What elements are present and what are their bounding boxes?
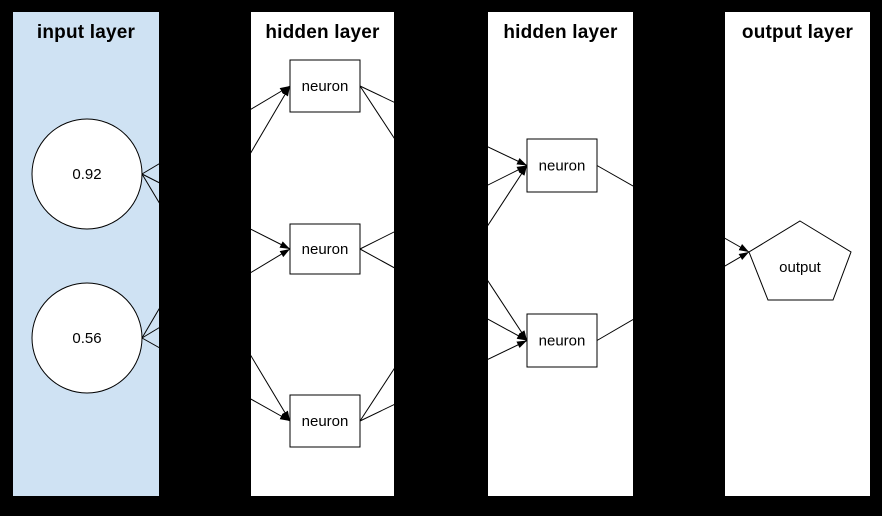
edge-in2-to-h1a — [141, 85, 291, 339]
node-label-in1: 0.92 — [72, 166, 101, 183]
edge-h1b-to-h2b — [359, 248, 528, 341]
rect-node-h1b — [289, 223, 361, 275]
hidden-layer-2-title: hidden layer — [503, 22, 618, 43]
rect-node-h2a — [526, 138, 598, 193]
node-label-h1c: neuron — [302, 413, 349, 430]
edge-h1a-to-h2a — [359, 85, 528, 166]
node-label-h2a: neuron — [539, 158, 586, 175]
rect-node-h1c — [289, 394, 361, 448]
pentagon-node-out — [748, 220, 852, 301]
input-layer-title: input layer — [36, 22, 136, 43]
edge-in2-to-h1b — [141, 248, 291, 339]
edge-in2-to-h1c — [141, 337, 291, 422]
node-label-h1a: neuron — [302, 78, 349, 95]
rect-node-h1a — [289, 59, 361, 113]
edge-in1-to-h1a — [141, 85, 291, 175]
rect-node-h2b — [526, 313, 598, 368]
node-label-in2: 0.56 — [72, 330, 101, 347]
edge-h2a-to-out — [596, 165, 750, 253]
edge-h1b-to-h2a — [359, 165, 528, 250]
edge-h1a-to-h2b — [359, 85, 528, 341]
circle-node-in2 — [31, 282, 143, 394]
panel-input-layer: input layer — [13, 12, 159, 496]
node-label-out: output — [779, 259, 822, 276]
output-layer-title: output layer — [741, 22, 854, 43]
hidden-layer-1-title: hidden layer — [265, 22, 380, 43]
edge-h2b-to-out — [596, 251, 750, 341]
edge-in1-to-h1c — [141, 173, 291, 422]
node-label-h2b: neuron — [539, 333, 586, 350]
edge-h1c-to-h2a — [359, 165, 528, 422]
panel-hidden-layer-2: hidden layer — [488, 12, 633, 496]
circle-node-in1 — [31, 118, 143, 230]
node-label-h1b: neuron — [302, 241, 349, 258]
edge-h1c-to-h2b — [359, 340, 528, 422]
